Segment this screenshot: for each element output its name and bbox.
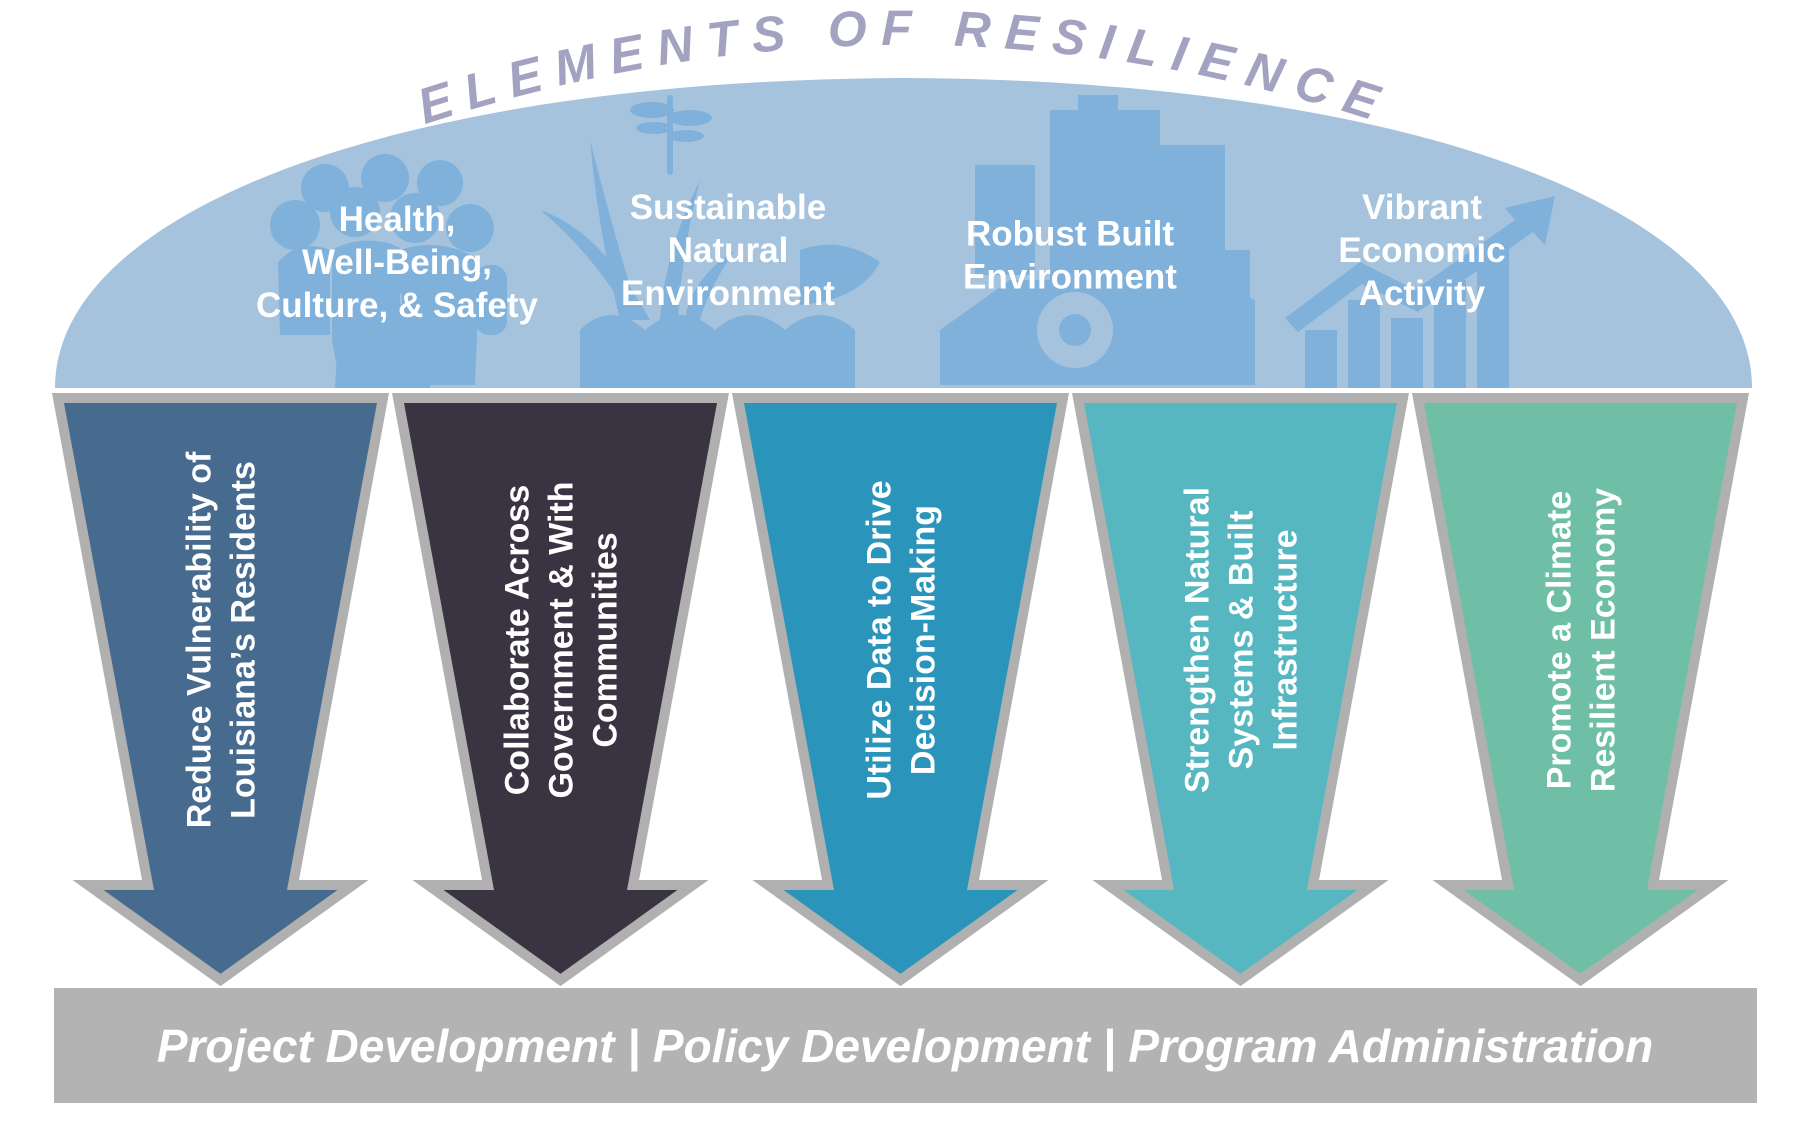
pillar-label-line: Resilient Economy bbox=[1585, 488, 1623, 792]
element-label-line: Robust Built bbox=[966, 215, 1174, 254]
people-group-icon bbox=[270, 154, 507, 388]
element-label-line: Environment bbox=[963, 258, 1177, 297]
element-label-line: Natural bbox=[668, 231, 789, 270]
pillar-label-line: Strengthen Natural bbox=[1179, 487, 1217, 793]
element-label-line: Sustainable bbox=[630, 188, 826, 227]
pillar-label-line: Collaborate Across bbox=[499, 485, 537, 796]
element-label-line: Culture, & Safety bbox=[256, 286, 539, 325]
element-label-line: Environment bbox=[621, 274, 835, 313]
element-label-line: Economic bbox=[1338, 231, 1505, 270]
pillar-label-line: Government & With bbox=[543, 481, 581, 798]
pillar-arrow-shape bbox=[731, 393, 1070, 987]
pillar-label-line: Communities bbox=[587, 532, 625, 747]
pillar-label-line: Utilize Data to Drive bbox=[861, 480, 899, 799]
pillar-arrow-shape bbox=[1071, 393, 1410, 987]
element-label-line: Health, bbox=[339, 200, 456, 239]
pillar-arrow-shape bbox=[391, 393, 730, 987]
pillar-arrow-shape bbox=[1411, 393, 1750, 987]
pillar-label-line: Systems & Built bbox=[1223, 511, 1261, 770]
pillar-label-line: Reduce Vulnerability of bbox=[181, 451, 219, 828]
pillar-label-line: Infrastructure bbox=[1267, 529, 1305, 750]
element-label-line: Well-Being, bbox=[302, 243, 492, 282]
dragonfly-marsh-waves-icon bbox=[540, 95, 880, 388]
element-label-line: Vibrant bbox=[1362, 188, 1482, 227]
buildings-gear-icon bbox=[940, 95, 1255, 385]
pillar-arrow-shape bbox=[51, 393, 390, 987]
pillar-label-line: Promote a Climate bbox=[1541, 491, 1579, 790]
element-label-line: Activity bbox=[1359, 274, 1486, 313]
growth-chart-arrow-icon bbox=[1285, 196, 1555, 388]
foundation-bar bbox=[54, 988, 1757, 1103]
foundation-text: Project Development | Policy Development… bbox=[157, 1020, 1653, 1072]
pillar-label-line: Louisiana’s Residents bbox=[225, 461, 263, 819]
element-label: Health, Well-Being, Culture, & Safety bbox=[256, 200, 539, 325]
pillar-label-line: Decision-Making bbox=[905, 505, 943, 775]
